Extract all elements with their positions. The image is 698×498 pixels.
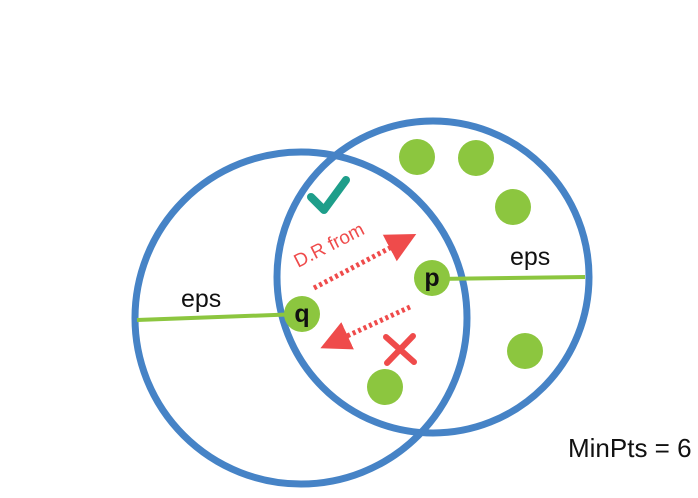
arrow-q-to-p	[312, 233, 417, 291]
check-icon	[307, 176, 350, 214]
point-p-label: p	[424, 264, 439, 292]
eps-radius-line-q	[136, 312, 302, 322]
eps-label-left: eps	[181, 285, 221, 313]
point-p	[414, 260, 450, 296]
neighbor-point	[367, 369, 403, 405]
neighbor-point	[458, 140, 494, 176]
eps-radius-line-p	[432, 275, 586, 281]
eps-label-right: eps	[510, 243, 550, 271]
minpts-label: MinPts = 6	[568, 433, 692, 463]
neighbor-point	[507, 333, 543, 369]
cross-icon	[383, 333, 417, 366]
point-q-label: q	[294, 300, 309, 328]
eps-circle-q	[131, 148, 471, 488]
point-q	[284, 296, 320, 332]
arrow-p-to-q	[320, 304, 412, 350]
neighbor-point	[399, 139, 435, 175]
neighbor-point	[495, 189, 531, 225]
eps-circle-p	[273, 117, 593, 437]
